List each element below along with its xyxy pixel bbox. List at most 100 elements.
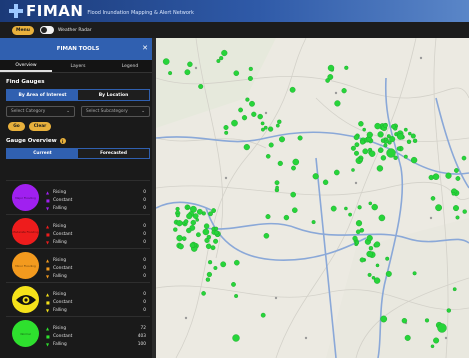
arrow-up-icon: ▲	[46, 189, 50, 195]
trend-label: Falling	[53, 341, 67, 347]
mode-current[interactable]: Current	[7, 149, 78, 158]
flood-level-icon[interactable]: Major Flooding	[12, 184, 39, 211]
gauge-marker	[350, 145, 356, 151]
gauge-marker	[186, 227, 192, 234]
gauge-marker	[368, 201, 373, 206]
flood-level-icon[interactable]: Minor Flooding	[12, 252, 39, 279]
gauge-marker	[368, 245, 374, 251]
gauge-marker	[214, 230, 219, 236]
trend-count: 0	[143, 205, 146, 211]
gauge-marker	[275, 185, 279, 190]
category-select[interactable]: Select Category ⌄	[6, 106, 75, 117]
gauge-marker	[344, 206, 348, 211]
trend-label: Constant	[53, 265, 73, 271]
interstate-road	[205, 222, 469, 244]
panel-header: FIMAN TOOLS ✕	[0, 38, 156, 60]
gauge-marker	[186, 213, 193, 220]
gauge-marker	[211, 208, 216, 214]
fiman-tools-panel: FIMAN TOOLS ✕ Overview Layers Legend Fin…	[0, 38, 156, 358]
town-marker	[304, 336, 308, 340]
subcategory-select[interactable]: Select Subcategory ⌄	[81, 106, 150, 117]
gauge-marker	[277, 160, 283, 167]
gauge-marker	[241, 115, 248, 121]
gauge-marker	[233, 70, 240, 77]
gauge-marker	[366, 235, 373, 242]
map-view[interactable]	[156, 38, 469, 358]
gauge-marker	[190, 219, 196, 226]
gauge-marker	[231, 119, 238, 127]
town-marker	[419, 56, 423, 60]
gauge-marker	[232, 334, 240, 342]
gauge-marker	[312, 173, 319, 180]
gauge-marker	[206, 234, 211, 240]
weather-radar-toggle[interactable]	[40, 26, 54, 34]
gauge-marker	[359, 257, 365, 263]
gauge-marker	[238, 107, 244, 113]
gauge-marker	[424, 318, 430, 323]
gauge-marker	[380, 155, 387, 161]
gauge-marker	[368, 150, 376, 157]
flood-level-icon[interactable]: Normal	[12, 320, 39, 347]
gauge-marker	[265, 154, 271, 159]
gauge-marker	[268, 142, 274, 148]
logo[interactable]: FIMAN Flood Inundation Mapping & Alert N…	[9, 2, 194, 20]
gauge-marker	[196, 232, 201, 238]
gauge-marker	[351, 168, 355, 172]
mode-area-of-interest[interactable]: By Area of Interest	[7, 90, 78, 100]
tab-legend[interactable]: Legend	[121, 63, 139, 69]
gauge-marker	[175, 206, 180, 212]
gauge-marker	[187, 61, 193, 67]
info-icon[interactable]: i	[59, 138, 66, 144]
gauge-marker	[358, 157, 364, 163]
gauge-marker	[189, 242, 196, 249]
tab-layers[interactable]: Layers	[70, 63, 86, 69]
gauge-marker	[196, 208, 203, 215]
gauge-marker	[265, 214, 271, 220]
square-icon: ■	[46, 197, 50, 203]
town-marker	[224, 176, 228, 180]
gauge-marker	[396, 146, 402, 151]
town-marker	[354, 181, 358, 185]
gauge-marker	[289, 86, 296, 93]
gauge-marker	[385, 270, 392, 277]
panel-tabs: Overview Layers Legend	[0, 60, 156, 73]
close-icon[interactable]: ✕	[142, 44, 148, 52]
trend-count: 0	[143, 189, 146, 195]
gauge-marker	[260, 312, 266, 318]
flood-level-label: Normal	[20, 331, 31, 336]
gauge-marker	[377, 147, 384, 153]
mode-by-location[interactable]: By Location	[78, 90, 149, 100]
gauge-marker	[433, 337, 440, 344]
gauge-marker	[260, 121, 265, 126]
trend-count: 0	[143, 273, 146, 279]
tab-overview[interactable]: Overview	[0, 60, 52, 72]
clear-button[interactable]: Clear	[29, 122, 51, 131]
panel-title: FIMAN TOOLS	[56, 46, 100, 52]
arrow-down-icon: ▼	[46, 307, 50, 313]
gauge-marker	[358, 121, 364, 127]
gauge-marker	[277, 119, 282, 125]
gauge-marker	[393, 155, 398, 161]
go-button[interactable]: Go	[8, 122, 25, 131]
arrow-up-icon: ▲	[46, 223, 50, 229]
gauge-marker	[373, 277, 381, 284]
mode-forecasted[interactable]: Forecasted	[78, 149, 149, 158]
gauge-marker	[267, 126, 274, 132]
panel-scrollbar[interactable]	[152, 38, 156, 358]
map-road	[156, 76, 469, 99]
eye-icon[interactable]	[12, 286, 39, 313]
gauge-marker	[371, 203, 378, 211]
gauge-marker	[367, 272, 372, 277]
app-header: FIMAN Flood Inundation Mapping & Alert N…	[0, 0, 469, 22]
map-canvas[interactable]	[156, 38, 469, 358]
gauge-marker	[461, 155, 467, 161]
menu-button[interactable]: Menu	[12, 25, 34, 35]
flood-level-icon[interactable]: Moderate Flooding	[12, 218, 39, 245]
fiman-logo-icon	[9, 4, 23, 18]
